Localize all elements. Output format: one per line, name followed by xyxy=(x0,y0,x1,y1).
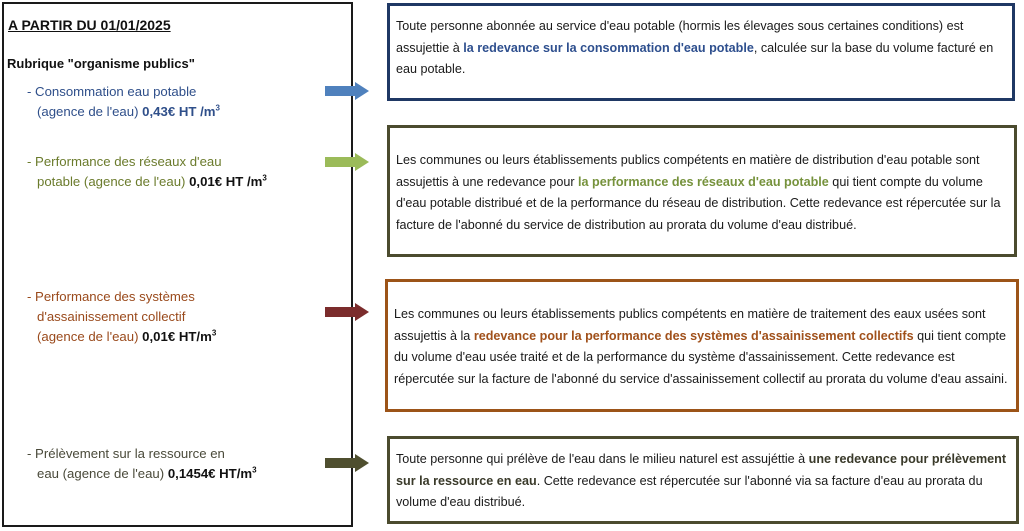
item-label: - Consommation eau potable xyxy=(27,84,197,99)
arrow-right-icon xyxy=(325,454,369,472)
item-label-cont: d'assainissement collectif xyxy=(37,309,186,324)
description-box-reseaux: Les communes ou leurs établissements pub… xyxy=(387,125,1017,257)
item-label: - Performance des systèmes xyxy=(27,289,195,304)
item-performance-reseaux: - Performance des réseaux d'eau potable … xyxy=(27,152,267,192)
arrow-right-icon xyxy=(325,82,369,100)
arrow-right-icon xyxy=(325,153,369,171)
item-prelevement-ressource: - Prélèvement sur la ressource en eau (a… xyxy=(27,444,257,484)
item-detail: potable (agence de l'eau) 0,01€ HT /m3 xyxy=(37,173,267,189)
highlight-text: redevance pour la performance des systèm… xyxy=(473,328,914,343)
item-amount: 0,01€ HT/m3 xyxy=(142,328,217,344)
item-consommation-eau-potable: - Consommation eau potable (agence de l'… xyxy=(27,82,220,122)
rubrique-label: Rubrique "organisme publics" xyxy=(7,56,195,71)
description-box-prelevement: Toute personne qui prélève de l'eau dans… xyxy=(387,436,1019,524)
arrow-right-icon xyxy=(325,303,369,321)
item-performance-assainissement: - Performance des systèmes d'assainissem… xyxy=(27,287,216,347)
item-detail: (agence de l'eau) 0,43€ HT /m3 xyxy=(37,103,220,119)
description-box-consommation: Toute personne abonnée au service d'eau … xyxy=(387,3,1015,101)
item-detail: (agence de l'eau) 0,01€ HT/m3 xyxy=(37,328,217,344)
item-detail: eau (agence de l'eau) 0,1454€ HT/m3 xyxy=(37,465,257,481)
item-amount: 0,43€ HT /m3 xyxy=(142,103,220,119)
description-box-assainissement: Les communes ou leurs établissements pub… xyxy=(385,279,1019,412)
left-panel: A PARTIR DU 01/01/2025 Rubrique "organis… xyxy=(2,2,353,527)
highlight-text: la redevance sur la consommation d'eau p… xyxy=(463,40,754,55)
item-label: - Performance des réseaux d'eau xyxy=(27,154,222,169)
item-amount: 0,1454€ HT/m3 xyxy=(167,465,257,481)
highlight-text: la performance des réseaux d'eau potable xyxy=(578,174,829,189)
item-amount: 0,01€ HT /m3 xyxy=(189,173,267,189)
item-label: - Prélèvement sur la ressource en xyxy=(27,446,225,461)
page-title: A PARTIR DU 01/01/2025 xyxy=(8,17,171,33)
highlight-text: une redevance pour prélèvement sur la re… xyxy=(396,452,1007,488)
